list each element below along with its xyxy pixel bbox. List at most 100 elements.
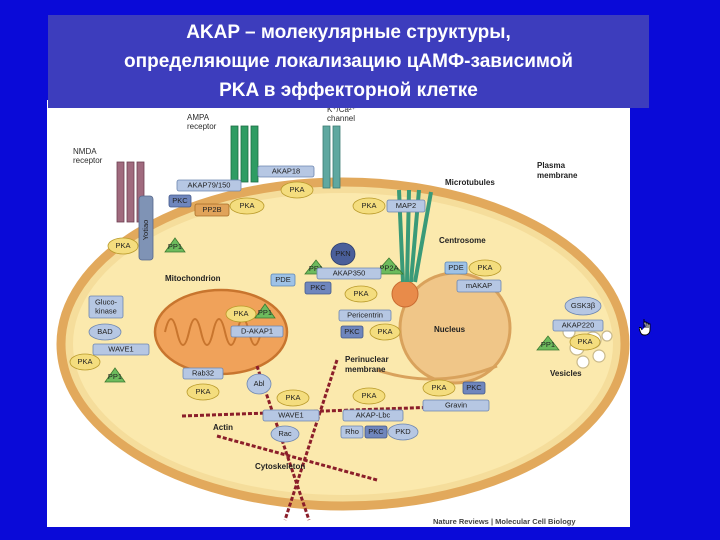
pka-label: PKA xyxy=(377,327,392,336)
wave1-label: WAVE1 xyxy=(278,410,303,419)
plasma-membrane-label-1: Plasma xyxy=(537,161,566,170)
nmda-label-2: receptor xyxy=(73,156,103,165)
pp1-label: PP1 xyxy=(258,308,272,317)
pka-shape xyxy=(186,383,220,401)
pka-label: PKA xyxy=(361,391,376,400)
pka-label: PKA xyxy=(361,201,376,210)
rho-shape xyxy=(340,425,364,439)
gsk3b-label: GSK3β xyxy=(571,301,596,310)
title-line-1: AKAP – молекулярные структуры, xyxy=(186,22,511,43)
akap79-shape xyxy=(176,179,242,192)
pkc-label: PKC xyxy=(466,383,482,392)
credit-label: Nature Reviews | Molecular Cell Biology xyxy=(433,517,576,526)
map2-label: MAP2 xyxy=(396,201,416,210)
pka-label: PKA xyxy=(195,387,210,396)
pkc-shape xyxy=(462,381,486,395)
pka-label: PKA xyxy=(115,241,130,250)
pp1-shape xyxy=(164,237,186,253)
hand-cursor-icon xyxy=(639,319,651,336)
pericentrin-shape xyxy=(338,309,392,322)
abl-label: Abl xyxy=(254,379,265,388)
pp2b-shape xyxy=(194,203,230,217)
title-line-2: определяющие локализацию цАМФ-зависимой xyxy=(124,51,573,72)
akap-cell-diagram: Nucleus Centrosome Microtubules NMDA rec… xyxy=(47,100,630,527)
pka-shape xyxy=(352,197,386,215)
pkc-shape xyxy=(340,325,364,339)
pkc-label: PKC xyxy=(344,327,360,336)
ion-channel xyxy=(322,125,341,189)
rho-label: Rho xyxy=(345,427,359,436)
pde-label: PDE xyxy=(275,275,290,284)
title-line-3: PKA в эффекторной клетке xyxy=(219,80,478,101)
pde-shape xyxy=(270,273,296,287)
pka-label: PKA xyxy=(239,201,254,210)
microtubules-label: Microtubules xyxy=(445,178,495,187)
pka-label: PKA xyxy=(289,185,304,194)
pkd-shape xyxy=(387,423,419,441)
pkn-shape xyxy=(330,242,356,266)
akap79-label: AKAP79/150 xyxy=(188,180,231,189)
rab32-label: Rab32 xyxy=(192,368,214,377)
akap350-shape xyxy=(316,267,382,280)
pka-shape xyxy=(276,389,310,407)
cytoskeleton-label: Cytoskeleton xyxy=(255,462,305,471)
perinuclear-label-1: Perinuclear xyxy=(345,355,389,364)
pka-label: PKA xyxy=(285,393,300,402)
ampa-label-2: receptor xyxy=(187,122,217,131)
pp1-shape xyxy=(536,335,560,351)
pkc-shape xyxy=(168,194,192,208)
pp1-label: PP1 xyxy=(168,242,182,251)
pkc-shape xyxy=(304,281,332,295)
pka-shape xyxy=(468,259,502,277)
abl-shape xyxy=(246,373,272,395)
ampa-label-1: AMPA xyxy=(187,113,210,122)
pericentrin-label: Pericentrin xyxy=(347,310,383,319)
centrosome-label: Centrosome xyxy=(439,236,486,245)
pp1-shape xyxy=(254,303,276,319)
dakap1-label: D-AKAP1 xyxy=(241,326,273,335)
dakap1-shape xyxy=(230,325,284,338)
rac-label: Rac xyxy=(278,429,292,438)
channel-label-1: K⁺/Ca²⁺ xyxy=(327,105,356,114)
pka-label: PKA xyxy=(431,383,446,392)
pp1-label: PP1 xyxy=(309,264,323,273)
actin-label: Actin xyxy=(213,423,233,432)
pka-shape xyxy=(569,333,601,351)
pka-shape xyxy=(69,353,101,371)
gravin-shape xyxy=(422,399,490,412)
wave1-shape xyxy=(92,343,150,356)
pde-shape xyxy=(444,261,468,275)
akap350-label: AKAP350 xyxy=(333,268,366,277)
pp2a-shape xyxy=(374,257,404,275)
pp2a-label: PP2A xyxy=(379,264,398,273)
pka-shape xyxy=(422,379,456,397)
akap220-label: AKAP220 xyxy=(562,320,595,329)
pka-shape xyxy=(369,323,401,341)
centrosome xyxy=(391,280,419,308)
vesicles-label: Vesicles xyxy=(550,369,582,378)
akap220-shape xyxy=(552,319,604,332)
pp1-label: PP1 xyxy=(108,372,122,381)
pka-shape xyxy=(229,197,265,215)
makap-label: mAKAP xyxy=(466,281,492,290)
slide-title: AKAP – молекулярные структуры, определяю… xyxy=(48,15,649,108)
pkc-label: PKC xyxy=(368,427,384,436)
plasma-membrane-label-2: membrane xyxy=(537,171,578,180)
yotiao-protein xyxy=(138,195,154,261)
pkc-label: PKC xyxy=(172,196,188,205)
pka-label: PKA xyxy=(233,309,248,318)
glucokinase-label: Gluco- xyxy=(95,297,118,306)
pka-label: PKA xyxy=(477,263,492,272)
pkc-label: PKC xyxy=(310,283,326,292)
bad-shape xyxy=(88,323,122,341)
pka-shape xyxy=(107,237,139,255)
pp2b-label: PP2B xyxy=(202,205,221,214)
wave1-shape xyxy=(262,409,320,422)
perinuclear-membrane xyxy=(376,364,498,381)
nmda-label-1: NMDA xyxy=(73,147,97,156)
cell-cytoplasm xyxy=(73,193,613,495)
glucokinase-label: kinase xyxy=(95,306,117,315)
pka-label: PKA xyxy=(577,337,592,346)
pka-shape xyxy=(352,387,386,405)
perinuclear-label-2: membrane xyxy=(345,365,386,374)
